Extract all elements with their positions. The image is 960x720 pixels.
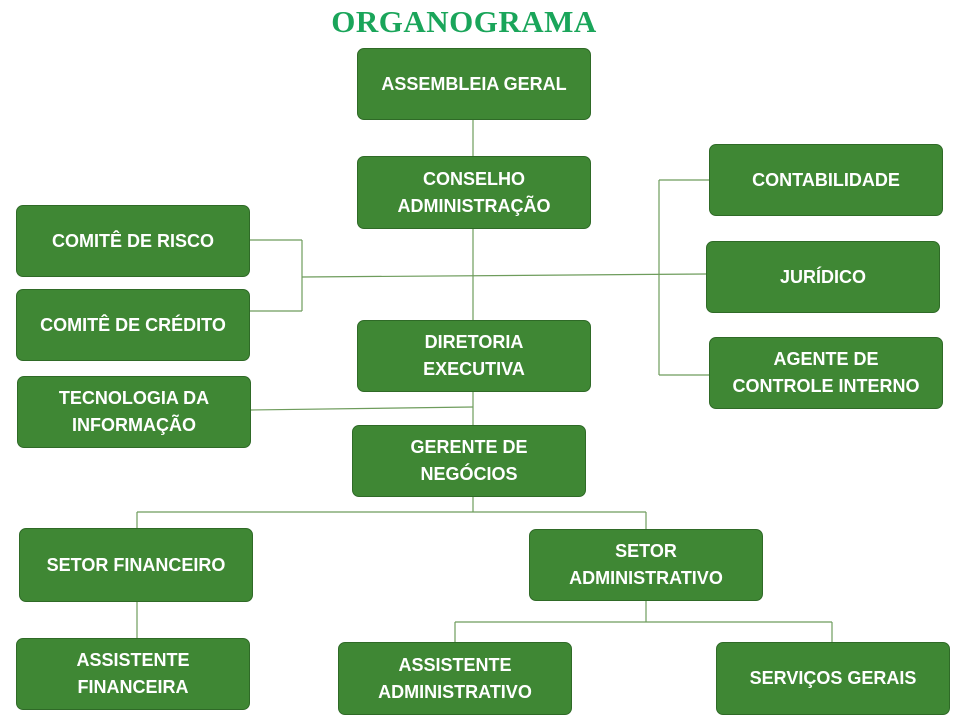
- servicos-gerais-box: SERVIÇOS GERAIS: [716, 642, 950, 715]
- tecnologia-informacao-box: TECNOLOGIA DA INFORMAÇÃO: [17, 376, 251, 448]
- connector-tecnologia: [250, 406, 474, 411]
- page-title: ORGANOGRAMA: [331, 4, 597, 39]
- contabilidade-box: CONTABILIDADE: [709, 144, 943, 216]
- diretoria-executiva-box: DIRETORIA EXECUTIVA: [357, 320, 591, 392]
- assistente-administrativo-box: ASSISTENTE ADMINISTRATIVO: [338, 642, 572, 715]
- assembleia-geral-box: ASSEMBLEIA GERAL: [357, 48, 591, 120]
- setor-financeiro-box: SETOR FINANCEIRO: [19, 528, 253, 602]
- gerente-negocios-box: GERENTE DE NEGÓCIOS: [352, 425, 586, 497]
- conselho-administracao-box: CONSELHO ADMINISTRAÇÃO: [357, 156, 591, 229]
- connector-cross-line: [301, 273, 707, 278]
- setor-administrativo-box: SETOR ADMINISTRATIVO: [529, 529, 763, 601]
- comite-credito-box: COMITÊ DE CRÉDITO: [16, 289, 250, 361]
- assistente-financeira-box: ASSISTENTE FINANCEIRA: [16, 638, 250, 710]
- agente-controle-interno-box: AGENTE DE CONTROLE INTERNO: [709, 337, 943, 409]
- comite-risco-box: COMITÊ DE RISCO: [16, 205, 250, 277]
- juridico-box: JURÍDICO: [706, 241, 940, 313]
